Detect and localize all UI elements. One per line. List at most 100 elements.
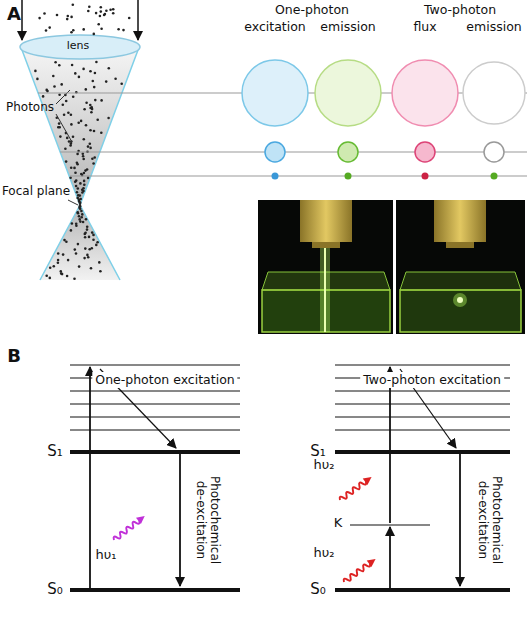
photon-dot xyxy=(89,104,92,107)
leader-line xyxy=(68,200,78,205)
photon-dot xyxy=(93,156,96,159)
photon-dot xyxy=(80,210,83,213)
column-label: excitation xyxy=(244,20,306,34)
photon-dot xyxy=(65,160,68,163)
photon-dot xyxy=(85,124,88,127)
photon-dot xyxy=(73,277,76,280)
photon-dot xyxy=(78,207,81,210)
photon-dot xyxy=(53,265,56,268)
photon-dot xyxy=(84,236,87,239)
photon-dot xyxy=(77,122,80,125)
photon-dot xyxy=(114,78,117,81)
photon-dot xyxy=(62,103,65,106)
photon-dot xyxy=(100,6,103,9)
photon-dot xyxy=(89,147,92,150)
photon-dot xyxy=(93,33,96,36)
photon-dot xyxy=(59,135,62,138)
photon-dot xyxy=(60,270,63,273)
fluorescence-spot xyxy=(457,297,463,303)
photon-dot xyxy=(62,253,65,256)
photon-dot xyxy=(58,64,61,67)
photon-dot xyxy=(82,221,85,224)
photon-dot xyxy=(42,95,45,98)
photon-dot xyxy=(70,114,73,117)
photon-dot xyxy=(86,254,89,257)
panel-letter: A xyxy=(7,4,21,25)
photon-dot xyxy=(82,68,85,71)
photon-dot xyxy=(65,240,68,243)
photon-dot xyxy=(85,88,88,91)
photon-dot xyxy=(71,64,74,67)
photon-wave xyxy=(338,474,374,503)
photon-dot xyxy=(83,180,86,183)
photon-dot xyxy=(91,108,94,111)
photon-dot xyxy=(69,176,72,179)
cone-edge xyxy=(22,50,80,280)
photon-dot xyxy=(84,247,87,250)
photon-dot xyxy=(81,213,84,216)
excitation-arrow xyxy=(89,367,91,588)
photon-label: hυ₁ xyxy=(96,548,117,563)
photon-dot xyxy=(52,75,55,78)
photon-dot xyxy=(63,113,66,116)
photon-dot xyxy=(58,94,61,97)
photon-dot xyxy=(58,126,61,129)
photon-dot xyxy=(54,61,57,64)
process-label: Photochemical de-excitation xyxy=(193,470,221,570)
photon-dot xyxy=(70,229,73,232)
energy-level xyxy=(335,450,510,454)
excitation-dot xyxy=(272,173,279,180)
photon-dot xyxy=(91,231,94,234)
excitation-circle xyxy=(242,60,308,126)
photon-dot xyxy=(89,142,92,145)
photon-dot xyxy=(75,185,78,188)
photon-dot xyxy=(72,29,75,32)
virtual-level xyxy=(350,524,430,525)
photon-dot xyxy=(88,6,91,9)
energy-level xyxy=(70,588,240,592)
photon-dot xyxy=(99,15,102,18)
photon-dot xyxy=(82,158,85,161)
photon-dot xyxy=(104,13,107,16)
photon-dot xyxy=(89,129,92,132)
photo xyxy=(396,200,525,334)
photon-dot xyxy=(98,261,101,264)
photon-dot xyxy=(87,256,90,259)
fluorescence-beam xyxy=(324,248,326,332)
photon-dot xyxy=(92,80,95,83)
photon-dot xyxy=(36,78,39,81)
photon-dot xyxy=(70,167,73,170)
photon-dot xyxy=(85,101,88,104)
photon-dot xyxy=(93,130,96,133)
photon-dot xyxy=(79,182,82,185)
photon-dot xyxy=(61,273,64,276)
light-cone xyxy=(40,205,120,280)
photon-dot xyxy=(78,265,81,268)
photon-dot xyxy=(95,244,98,247)
photon-dot xyxy=(66,275,69,278)
photon-dot xyxy=(105,10,108,13)
objective xyxy=(446,242,474,248)
column-heading: One-photon xyxy=(275,3,349,17)
panel-title: Two-photon excitation xyxy=(360,372,504,388)
excitation-circle xyxy=(265,142,285,162)
photon-dot xyxy=(87,10,90,13)
photon-dot xyxy=(60,83,63,86)
photon-dot xyxy=(89,70,92,73)
photon-dot xyxy=(88,248,91,251)
leader-line xyxy=(56,114,72,142)
photon-dot xyxy=(95,61,98,64)
photon-dot xyxy=(80,173,83,176)
photon-dot xyxy=(66,18,69,21)
photon-dot xyxy=(64,148,67,151)
emission-arrow xyxy=(179,454,181,586)
cuvette xyxy=(400,290,521,332)
beam-arrow xyxy=(137,0,139,40)
photon-dot xyxy=(86,228,89,231)
photon-dot xyxy=(96,119,99,122)
photon-dot xyxy=(78,215,81,218)
state-label: S₀ xyxy=(310,581,326,598)
photon-dot xyxy=(100,28,103,31)
photon-dot xyxy=(77,212,80,215)
vibrational-levels xyxy=(70,365,510,430)
